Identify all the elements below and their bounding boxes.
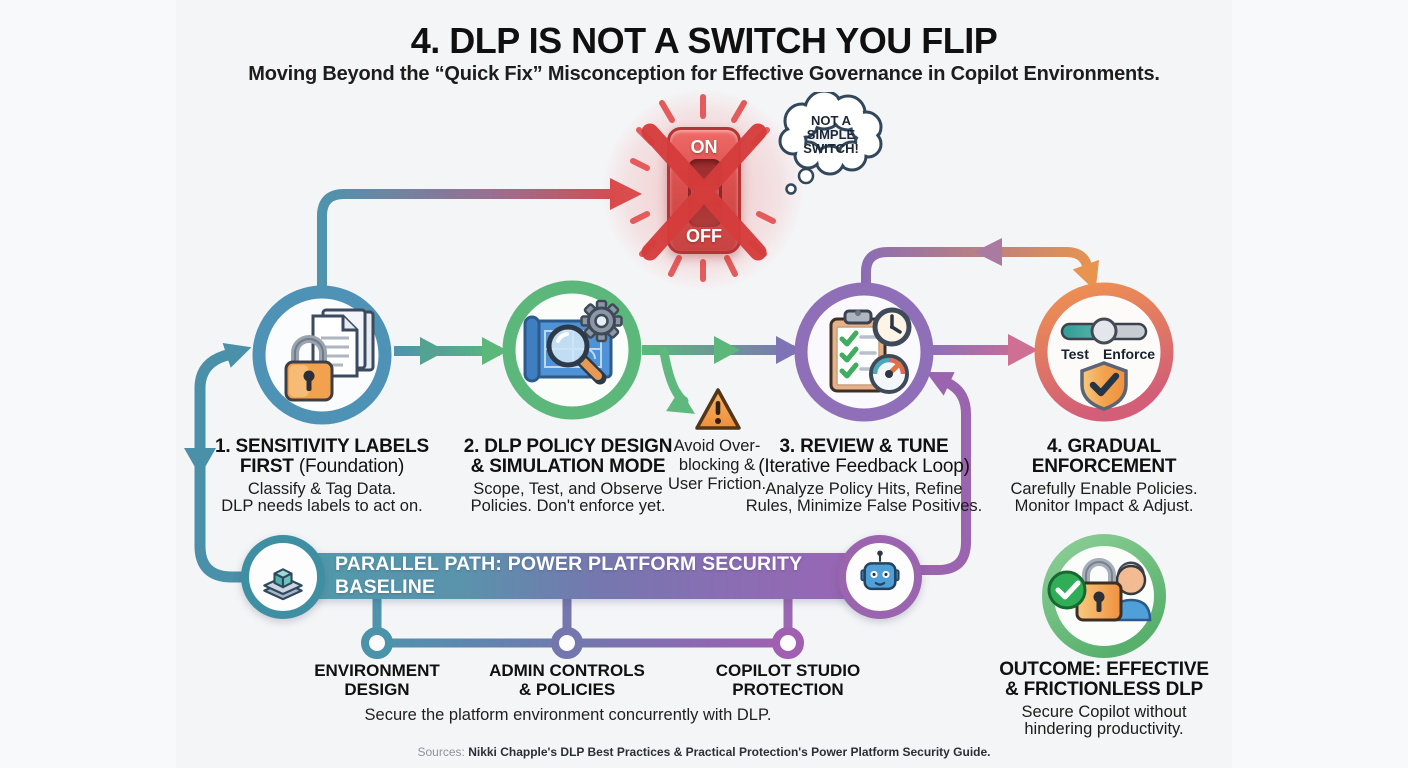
step1-title-line2: FIRST (Foundation) [239,456,405,477]
arrow-step1-to-switch [317,178,642,292]
layers-icon [263,568,303,601]
step2-text: 2. DLP POLICY DESIGN & SIMULATION MODE S… [438,437,698,515]
sensitivity-labels-icon [284,308,375,402]
step3-circle [794,282,934,422]
policy-design-icon [523,299,623,385]
parallel-path-label: PARALLEL PATH: POWER PLATFORM SECURITY B… [335,553,802,598]
magnifier-icon [546,324,607,385]
step4-circle: Test Enforce [1034,282,1174,422]
thought-bubble: NOT A SIMPLE SWITCH! [778,92,883,195]
svg-text:SWITCH!: SWITCH! [803,141,859,156]
enforcement-slider-icon: Test Enforce [1060,317,1155,362]
red-x-icon [641,123,767,261]
baseline-timeline [361,598,804,659]
bubble-text: NOT A SIMPLE SWITCH! [803,113,859,156]
page-subtitle: Moving Beyond the “Quick Fix” Misconcept… [248,63,1160,85]
arrow-step1-to-step2 [394,337,508,365]
arrow-step2-to-warning [659,347,696,414]
step2-title-line1: 2. DLP POLICY DESIGN [463,436,673,457]
step4-text: 4. GRADUAL ENFORCEMENT Carefully Enable … [974,437,1234,515]
bubble-tail-dot-large [797,167,815,185]
step4-title-line1: 4. GRADUAL [1046,436,1162,457]
check-badge-icon [1047,570,1087,610]
svg-text:Enforce: Enforce [1103,346,1155,362]
step1-circle [252,285,392,425]
copilot-robot-badge [838,535,922,619]
gauge-icon [869,354,909,394]
step2-circle [502,280,642,420]
sources-text: Nikki Chapple's DLP Best Practices & Pra… [468,745,991,759]
timeline-node-copilot [772,627,804,659]
outcome-title-line1: OUTCOME: EFFECTIVE [999,659,1209,680]
shield-check-icon [1080,361,1128,411]
environment-layers-badge [241,535,325,619]
parallel-path-bar: PARALLEL PATH: POWER PLATFORM SECURITY B… [283,553,880,599]
warning-triangle-icon [695,388,741,430]
outcome-title-line2: & FRICTIONLESS DLP [1004,679,1203,700]
step4-desc: Carefully Enable Policies.Monitor Impact… [1010,480,1198,515]
step1-text: 1. SENSITIVITY LABELS FIRST (Foundation)… [192,437,452,515]
node-label-admin: ADMIN CONTROLS& POLICIES [489,661,645,699]
sources-line: Sources: Nikki Chapple's DLP Best Practi… [0,745,1408,759]
step2-title-line2: & SIMULATION MODE [470,456,666,477]
step1-desc: Classify & Tag Data.DLP needs labels to … [221,480,423,515]
svg-text:NOT A: NOT A [811,113,852,128]
bubble-tail-dot-small [785,183,797,195]
switch-on-label: ON [690,137,718,157]
clock-icon [872,307,912,347]
outcome-lock-icon [1075,558,1123,622]
sources-label: Sources: [417,745,465,759]
timeline-node-admin [551,627,583,659]
warning-text: Avoid Over-blocking &User Friction. [667,437,767,493]
outcome-text: OUTCOME: EFFECTIVE & FRICTIONLESS DLP Se… [974,660,1234,738]
svg-text:SIMPLE: SIMPLE [807,127,856,142]
arrow-feedback-loop [861,238,1100,292]
arrow-left-parallel-path [184,342,252,583]
arrow-step3-to-step4 [932,334,1038,366]
timeline-node-environment [361,627,393,659]
svg-text:Test: Test [1061,346,1089,362]
page-title: 4. DLP IS NOT A SWITCH YOU FLIP [410,20,998,61]
gear-icon [580,299,623,343]
switch-off-label: OFF [686,226,722,246]
step3-title-line2: (Iterative Feedback Loop) [758,456,970,477]
right-margin-strip [1232,0,1408,768]
left-margin-strip [0,0,176,768]
outcome-circle [1042,534,1166,658]
step3-text: 3. REVIEW & TUNE (Iterative Feedback Loo… [734,437,994,515]
arrow-baseline-to-step3 [916,372,971,575]
robot-icon [860,550,900,591]
step1-title-line1: 1. SENSITIVITY LABELS [215,436,429,457]
step4-title-line2: ENFORCEMENT [1031,456,1177,477]
parallel-path-caption: Secure the platform environment concurre… [364,706,772,724]
step3-title-line1: 3. REVIEW & TUNE [779,436,949,457]
